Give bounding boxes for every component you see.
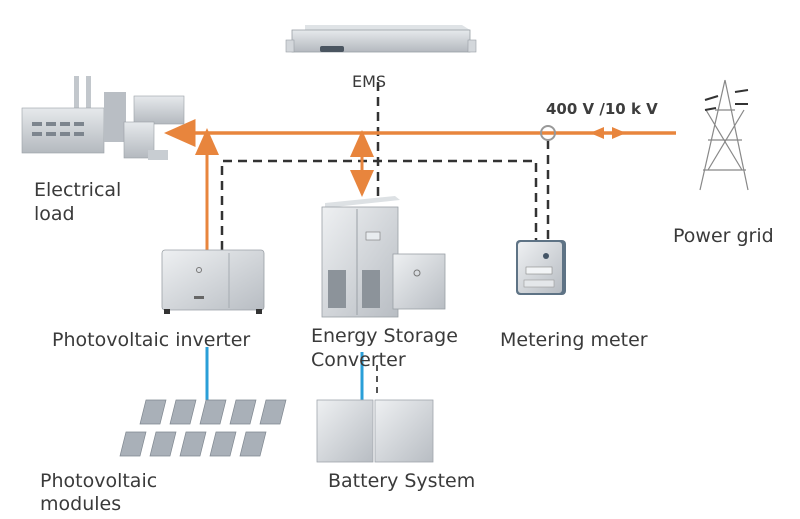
factory-icon[interactable] bbox=[21, 76, 185, 160]
solar-panel bbox=[209, 431, 237, 457]
rack-server-icon[interactable] bbox=[285, 25, 477, 53]
battery-icon[interactable] bbox=[316, 399, 434, 463]
solar-panel bbox=[199, 399, 227, 425]
solar-panel bbox=[149, 431, 177, 457]
electrical-load-label-1: Electrical bbox=[34, 179, 122, 201]
ems-comm-loop-line bbox=[220, 159, 538, 250]
pcs-label-1: Energy Storage bbox=[311, 325, 458, 347]
bus-voltage-label: 400 V /10 k V bbox=[546, 100, 658, 118]
dc-lines bbox=[205, 347, 378, 400]
battery-label: Battery System bbox=[328, 470, 476, 492]
ac-lines bbox=[164, 119, 676, 250]
solar-panel bbox=[119, 431, 147, 457]
pv-inverter-label: Photovoltaic inverter bbox=[52, 329, 251, 351]
power-grid-label: Power grid bbox=[673, 225, 774, 247]
grid-arrow-right bbox=[612, 127, 626, 139]
electrical-load-label-2: load bbox=[34, 203, 75, 225]
grid-arrow-left bbox=[590, 127, 604, 139]
electric-meter-icon[interactable] bbox=[516, 240, 566, 295]
solar-panel bbox=[139, 399, 167, 425]
pv-modules-label-2: modules bbox=[40, 493, 122, 515]
solar-panel bbox=[179, 431, 207, 457]
solar-panel bbox=[239, 431, 267, 457]
solar-panel bbox=[169, 399, 197, 425]
pcs-label-2: Converter bbox=[311, 349, 406, 371]
inverter-icon[interactable] bbox=[161, 249, 265, 314]
transmission-tower-icon[interactable] bbox=[699, 79, 749, 191]
solar-panel bbox=[229, 399, 257, 425]
ems-label: EMS bbox=[352, 72, 387, 91]
converter-cabinet-icon[interactable] bbox=[321, 196, 446, 318]
current-transformer-icon bbox=[540, 125, 556, 141]
communication-lines bbox=[219, 82, 551, 250]
solar-panel-icon[interactable] bbox=[119, 399, 287, 457]
meter-label: Metering meter bbox=[500, 329, 648, 351]
solar-panel bbox=[259, 399, 287, 425]
pv-modules-label-1: Photovoltaic bbox=[40, 470, 158, 492]
